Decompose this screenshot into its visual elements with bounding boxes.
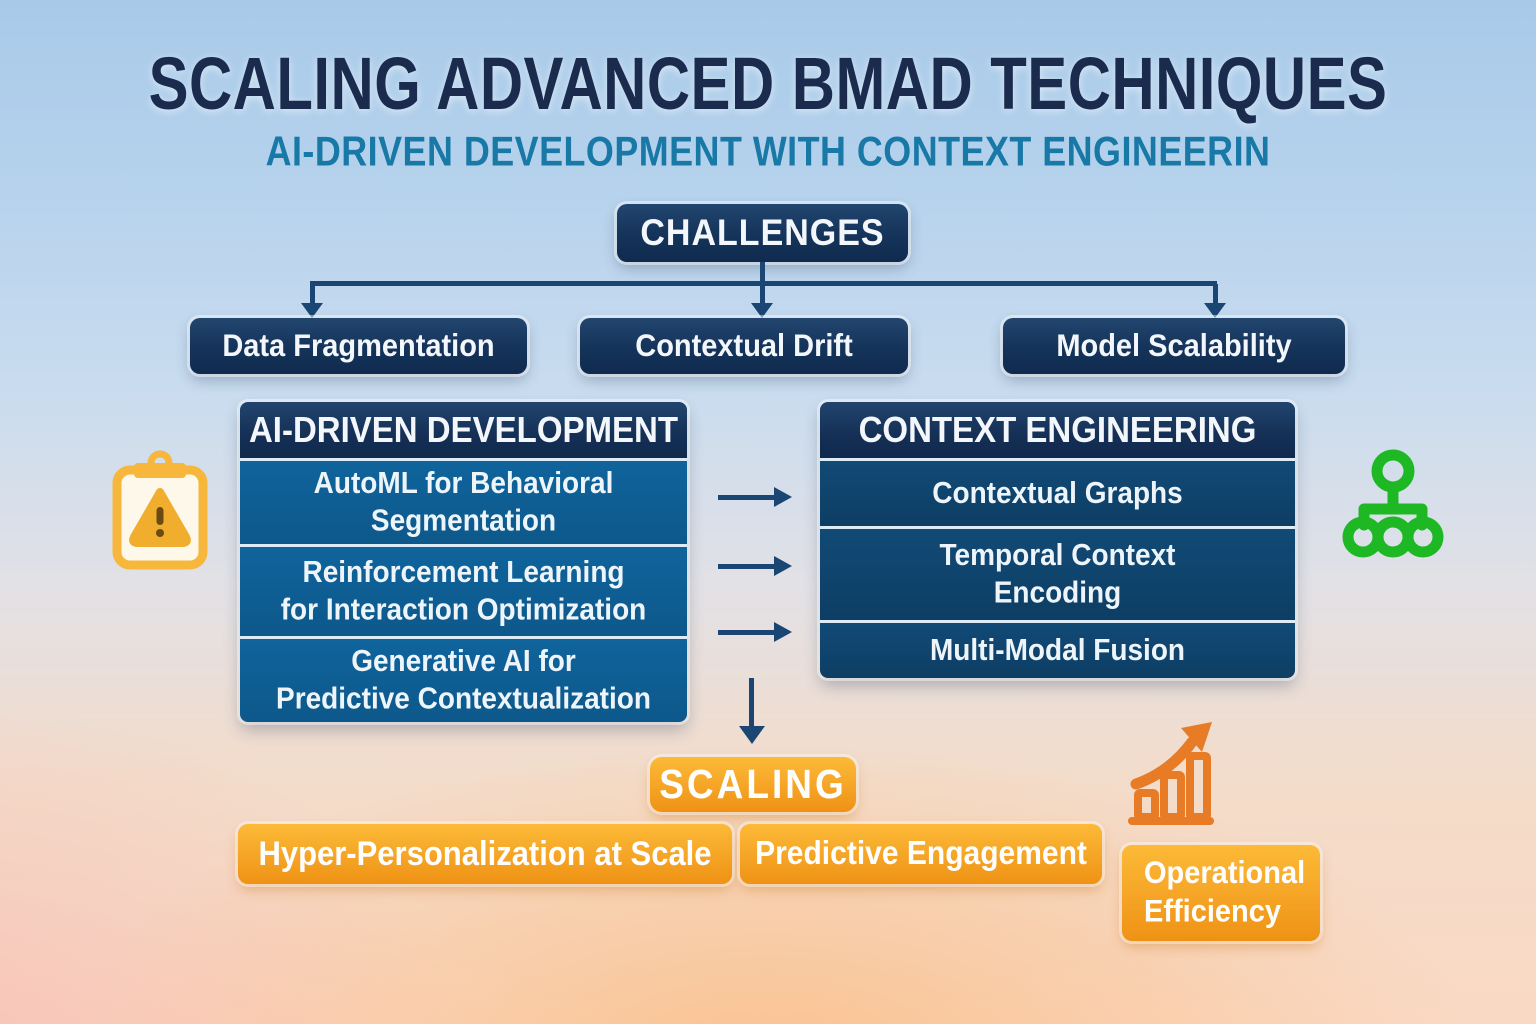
panel-row-label: Temporal Context Encoding [939,538,1176,610]
context-engineering-panel: CONTEXT ENGINEERING Contextual Graphs Te… [820,402,1295,678]
arrow-right-shaft [718,495,774,500]
panel-row-label: Contextual Graphs [932,475,1183,510]
panel-row-automl: AutoML for Behavioral Segmentation [240,458,687,544]
scaling-item-label: Operational Efficiency [1144,855,1306,930]
context-engineering-header: CONTEXT ENGINEERING [820,402,1295,458]
ai-driven-development-header: AI-DRIVEN DEVELOPMENT [240,402,687,458]
clipboard-warning-icon [112,450,208,570]
panel-row-temporal-context: Temporal Context Encoding [820,526,1295,620]
panel-row-label: Generative AI for Predictive Contextuali… [276,644,651,716]
panel-row-reinforcement-learning: Reinforcement Learning for Interaction O… [240,544,687,636]
scaling-item-label: Hyper-Personalization at Scale [258,834,712,873]
arrow-down-icon [739,726,765,744]
challenge-item-label: Contextual Drift [635,327,853,364]
arrow-down-icon [1204,303,1226,318]
connector-stub [760,262,765,283]
challenges-node: CHALLENGES [617,204,908,262]
arrow-right-shaft [718,630,774,635]
panel-row-label: AutoML for Behavioral Segmentation [313,466,614,538]
arrow-right-icon [774,622,792,642]
scaling-item-label: Predictive Engagement [755,835,1087,872]
scaling-label: SCALING [659,761,847,807]
scaling-item-operational-efficiency: Operational Efficiency [1122,845,1320,941]
hierarchy-icon [1342,449,1444,558]
arrow-right-shaft [718,564,774,569]
connector-stem-left [310,284,315,305]
challenge-item-label: Data Fragmentation [222,327,495,364]
panel-row-generative-ai: Generative AI for Predictive Contextuali… [240,636,687,722]
panel-row-label: Reinforcement Learning for Interaction O… [280,555,647,627]
arrow-down-shaft [749,678,754,726]
challenge-item-label: Model Scalability [1056,327,1292,364]
page-title: SCALING ADVANCED BMAD TECHNIQUES [148,42,1388,126]
arrow-right-icon [774,556,792,576]
panel-row-label: Multi-Modal Fusion [929,632,1186,667]
panel-row-contextual-graphs: Contextual Graphs [820,458,1295,526]
growth-chart-icon [1128,722,1214,825]
connector-stem-center [760,284,765,305]
scaling-node: SCALING [650,757,856,812]
panel-title: AI-DRIVEN DEVELOPMENT [248,409,679,450]
page-subtitle: AI-DRIVEN DEVELOPMENT WITH CONTEXT ENGIN… [265,128,1271,175]
arrow-down-icon [301,303,323,318]
challenge-item-model-scalability: Model Scalability [1003,318,1345,374]
panel-row-multi-modal-fusion: Multi-Modal Fusion [820,620,1295,678]
scaling-item-hyper-personalization: Hyper-Personalization at Scale [238,824,732,884]
challenge-item-contextual-drift: Contextual Drift [580,318,908,374]
challenge-item-data-fragmentation: Data Fragmentation [190,318,527,374]
arrow-down-icon [751,303,773,318]
ai-driven-development-panel: AI-DRIVEN DEVELOPMENT AutoML for Behavio… [240,402,687,722]
connector-horizontal [310,281,1217,286]
connector-stem-right [1213,284,1218,305]
scaling-item-predictive-engagement: Predictive Engagement [740,824,1102,884]
arrow-right-icon [774,487,792,507]
panel-title: CONTEXT ENGINEERING [858,409,1257,450]
challenges-label: CHALLENGES [640,211,885,254]
